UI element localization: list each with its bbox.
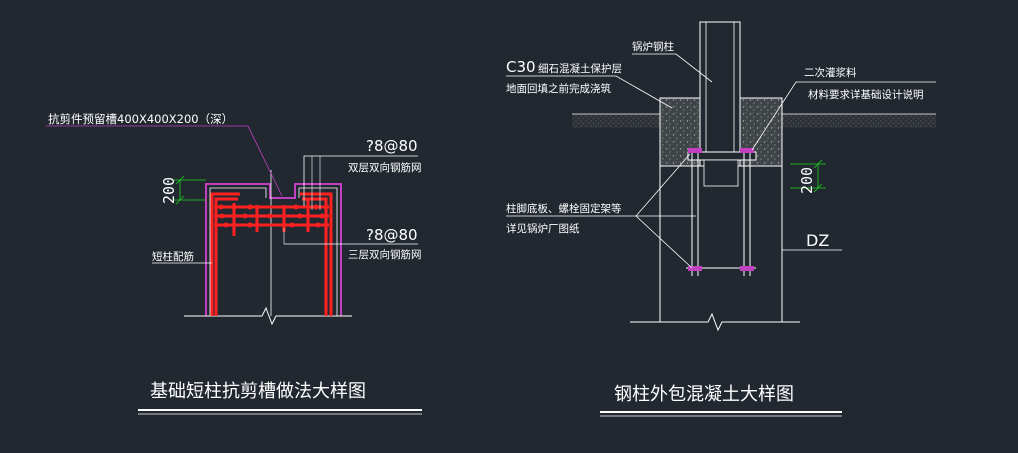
steel-column-label: 锅炉钢柱 (632, 40, 674, 53)
dimension-left-label: 200 (160, 177, 178, 204)
rebar-mid-spec: ?8@80 (366, 226, 418, 244)
groove-leader (46, 125, 283, 197)
pedestal-rebar (210, 192, 333, 316)
left-title: 基础短柱抗剪槽做法大样图 (150, 381, 366, 402)
break-line-right (630, 312, 800, 332)
dimension-left (174, 175, 206, 205)
ground-soil-right (782, 114, 936, 128)
rebar-top-leader (303, 155, 418, 206)
rebar-dots (218, 204, 325, 228)
cover-leader (506, 75, 673, 109)
steel-column (699, 21, 741, 167)
right-detail: 锅炉钢柱 C30 细石混凝土保护层 地面回填之前完成浇筑 二次灌浆料 材料要求详… (506, 21, 936, 417)
grout-label: 二次灌浆料 (804, 66, 857, 79)
base-note-2: 详见锅炉厂图纸 (506, 222, 580, 235)
column-rebar-label: 短柱配筋 (152, 250, 194, 263)
right-title: 钢柱外包混凝土大样图 (614, 384, 794, 405)
pedestal-inner-outline (209, 187, 338, 316)
grout-note: 材料要求详基础设计说明 (808, 88, 924, 101)
pedestal-dz (659, 166, 783, 322)
rebar-top-desc: 双层双向钢筋网 (348, 161, 422, 174)
grout-leader (751, 81, 936, 151)
base-note-1: 柱脚底板、螺栓固定架等 (506, 202, 622, 215)
rebar-top-spec: ?8@80 (366, 137, 418, 155)
break-line-left (184, 306, 352, 326)
left-detail: 抗剪件预留槽400X400X200（深） ?8@80 双层双向钢筋网 ?8@80… (46, 112, 422, 415)
cover-note: 地面回填之前完成浇筑 (506, 82, 611, 95)
steel-column-leader (632, 53, 713, 83)
dimension-right (790, 159, 826, 193)
dimension-right-label: 200 (798, 167, 816, 194)
rebar-mid-desc: 三层双向钢筋网 (348, 248, 422, 261)
bolt-nuts (688, 148, 754, 271)
dz-label: DZ (806, 231, 829, 250)
ground-soil-left (572, 114, 660, 128)
cover-desc: 细石混凝土保护层 (538, 62, 622, 75)
pedestal-outline (205, 183, 342, 316)
column-stub (703, 159, 739, 187)
groove-label: 抗剪件预留槽400X400X200（深） (48, 112, 233, 126)
cover-spec: C30 (506, 58, 536, 76)
